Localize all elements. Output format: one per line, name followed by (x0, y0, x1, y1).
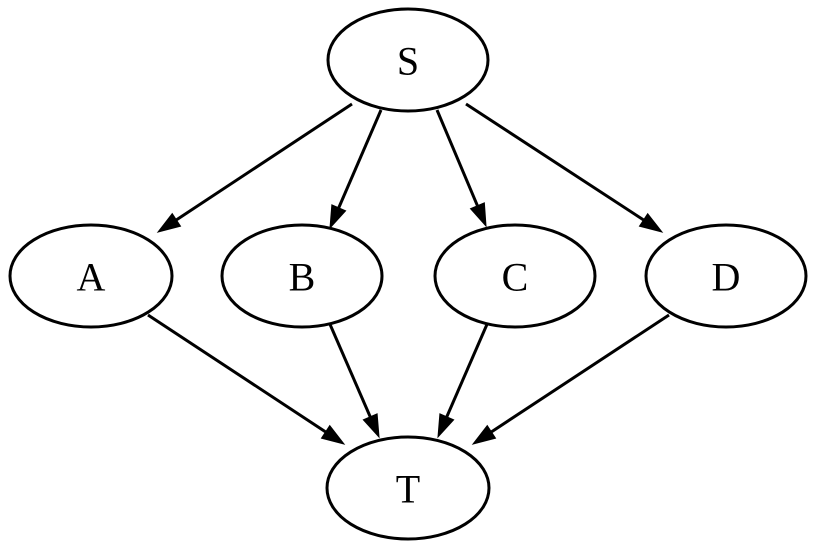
edge-s-d[interactable] (465, 102, 664, 233)
edge-s-b[interactable] (329, 109, 383, 230)
edge-c-t[interactable] (437, 321, 490, 439)
node-c-label: C (502, 255, 529, 300)
node-d-ellipse (644, 223, 808, 329)
node-t-label: T (396, 467, 420, 512)
edge-c-t-line (443, 321, 490, 422)
node-a[interactable]: A (8, 223, 174, 329)
edge-c-t-arrowhead (437, 413, 455, 439)
edge-s-b-arrowhead (329, 204, 347, 230)
edge-a-t-arrowhead (320, 424, 346, 445)
node-b-label: B (289, 255, 316, 300)
edge-s-a-line (172, 102, 353, 224)
edge-s-c-line (435, 109, 481, 211)
edge-d-t[interactable] (471, 313, 670, 445)
edge-b-t-arrowhead (362, 413, 380, 439)
node-s-ellipse (326, 7, 490, 113)
node-d-label: D (712, 255, 741, 300)
edge-s-a[interactable] (156, 102, 353, 233)
edge-s-c-arrowhead (469, 202, 487, 228)
edge-s-c[interactable] (435, 109, 487, 228)
node-d[interactable]: D (644, 223, 808, 329)
edge-s-d-arrowhead (638, 212, 664, 233)
node-a-ellipse (8, 223, 174, 329)
edge-a-t-line (147, 313, 330, 436)
edge-s-b-line (335, 109, 383, 213)
node-a-label: A (77, 255, 106, 300)
edge-d-t-line (487, 313, 670, 436)
node-b-ellipse (220, 223, 384, 329)
edge-s-a-arrowhead (156, 212, 182, 233)
node-c[interactable]: C (433, 223, 597, 329)
node-c-ellipse (433, 223, 597, 329)
edge-b-t[interactable] (327, 321, 380, 439)
node-t[interactable]: T (325, 435, 491, 541)
edge-s-d-line (465, 102, 648, 224)
edges-layer (147, 102, 670, 445)
edge-b-t-line (327, 321, 374, 422)
node-t-ellipse (325, 435, 491, 541)
nodes-layer: S A B C D T (8, 7, 808, 541)
edge-d-t-arrowhead (471, 424, 497, 445)
edge-a-t[interactable] (147, 313, 346, 445)
node-b[interactable]: B (220, 223, 384, 329)
node-s[interactable]: S (326, 7, 490, 113)
node-s-label: S (397, 39, 419, 84)
